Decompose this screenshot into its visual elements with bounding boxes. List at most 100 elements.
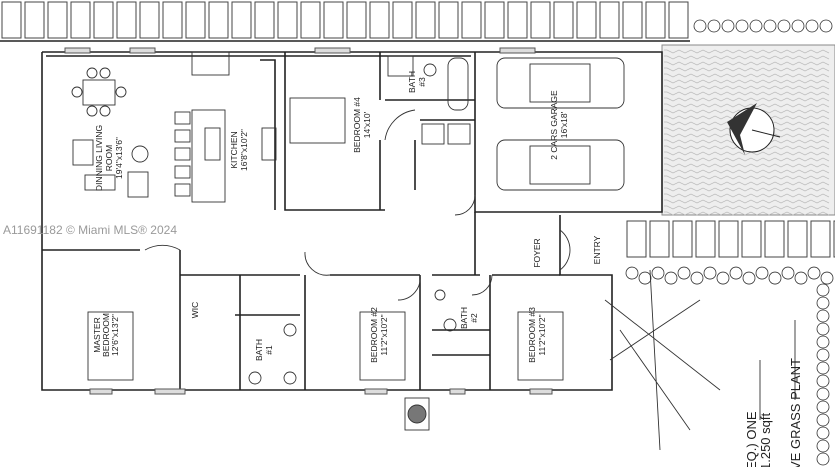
shrub bbox=[755, 266, 769, 280]
shrub bbox=[791, 19, 805, 33]
paver bbox=[787, 220, 808, 258]
shrub bbox=[816, 374, 830, 388]
note-line-2: 1.250 sqft bbox=[758, 413, 773, 467]
note-line-1: EQ.) ONE bbox=[744, 411, 759, 467]
driveway bbox=[661, 44, 835, 216]
shrub bbox=[729, 266, 743, 280]
hatch-line bbox=[664, 85, 830, 90]
bath2-number: #2 bbox=[469, 313, 479, 323]
hatch-line bbox=[664, 97, 830, 102]
shrub bbox=[816, 283, 830, 297]
paver bbox=[622, 1, 643, 39]
shrub bbox=[807, 266, 821, 280]
paver bbox=[346, 1, 367, 39]
paver bbox=[47, 1, 68, 39]
svg-text:2 CARS GARAGE16'x18': 2 CARS GARAGE16'x18' bbox=[549, 90, 569, 160]
hatch-line bbox=[664, 181, 830, 186]
paver bbox=[300, 1, 321, 39]
paver bbox=[24, 1, 45, 39]
svg-text:BEDROOM #211'2"x10'2": BEDROOM #211'2"x10'2" bbox=[369, 307, 389, 363]
paver bbox=[764, 220, 785, 258]
hatch-line bbox=[664, 187, 830, 192]
shrub bbox=[816, 335, 830, 349]
shrub bbox=[816, 296, 830, 310]
shrub bbox=[816, 400, 830, 414]
shrub bbox=[707, 19, 721, 33]
paver bbox=[810, 220, 831, 258]
hatch-line bbox=[664, 157, 830, 162]
cars bbox=[496, 57, 625, 191]
shrub bbox=[816, 361, 830, 375]
kitchen-label: KITCHEN bbox=[229, 131, 239, 168]
shrub bbox=[816, 426, 830, 440]
dining-living-label: DINNING LIVING bbox=[94, 125, 104, 191]
paver bbox=[599, 1, 620, 39]
compass-icon bbox=[727, 103, 781, 155]
paver bbox=[369, 1, 390, 39]
svg-text:BATH#3: BATH#3 bbox=[407, 71, 427, 93]
bedroom4-label: BEDROOM #4 bbox=[352, 97, 362, 153]
shrub bbox=[721, 19, 735, 33]
paver bbox=[668, 1, 689, 39]
paver bbox=[139, 1, 160, 39]
shrub bbox=[677, 266, 691, 280]
svg-text:BATH#2: BATH#2 bbox=[459, 307, 479, 329]
svg-text:BEDROOM #311'2"x10'2": BEDROOM #311'2"x10'2" bbox=[527, 307, 547, 363]
hatch-line bbox=[664, 79, 830, 84]
entry-label: ENTRY bbox=[592, 235, 602, 264]
shrub bbox=[816, 413, 830, 427]
paver bbox=[626, 220, 647, 258]
bath3-label: BATH bbox=[407, 71, 417, 93]
shrub bbox=[816, 322, 830, 336]
svg-text:MASTERBEDROOM12'6"x13'2": MASTERBEDROOM12'6"x13'2" bbox=[92, 313, 120, 357]
landscape-plants bbox=[625, 19, 834, 466]
shrub bbox=[777, 19, 791, 33]
paver bbox=[415, 1, 436, 39]
bath1-label: BATH bbox=[254, 339, 264, 361]
paver bbox=[392, 1, 413, 39]
paver bbox=[438, 1, 459, 39]
room-labels: DINNING LIVINGROOM19'4"x13'6" KITCHEN16'… bbox=[92, 71, 602, 363]
paver bbox=[718, 220, 739, 258]
paver bbox=[649, 220, 670, 258]
wic-label: WIC bbox=[190, 302, 200, 319]
shrub bbox=[735, 19, 749, 33]
shrub bbox=[638, 271, 652, 285]
paver bbox=[461, 1, 482, 39]
paver bbox=[1, 1, 22, 39]
hatch-line bbox=[664, 175, 830, 180]
paver-row-right bbox=[626, 220, 835, 258]
bath1-number: #1 bbox=[264, 345, 274, 355]
dining-living-label-2: ROOM bbox=[104, 145, 114, 171]
master-label-2: BEDROOM bbox=[101, 313, 111, 357]
svg-text:DINNING LIVINGROOM19'4"x13'6": DINNING LIVINGROOM19'4"x13'6" bbox=[94, 125, 124, 191]
paver-row-top bbox=[1, 1, 689, 39]
shrub bbox=[651, 266, 665, 280]
paver bbox=[208, 1, 229, 39]
shrub bbox=[816, 309, 830, 323]
shrub bbox=[816, 348, 830, 362]
windows bbox=[64, 47, 553, 395]
svg-text:BEDROOM #414'x10': BEDROOM #414'x10' bbox=[352, 97, 372, 153]
paver bbox=[323, 1, 344, 39]
paver bbox=[116, 1, 137, 39]
shrub bbox=[690, 271, 704, 285]
bedroom2-label: BEDROOM #2 bbox=[369, 307, 379, 363]
hatch-line bbox=[664, 103, 830, 108]
tree bbox=[604, 269, 721, 451]
paver bbox=[185, 1, 206, 39]
garage-label: 2 CARS GARAGE bbox=[549, 90, 559, 160]
bath2-label: BATH bbox=[459, 307, 469, 329]
shrub bbox=[816, 439, 830, 453]
shrub bbox=[693, 19, 707, 33]
bedroom3-label: BEDROOM #3 bbox=[527, 307, 537, 363]
paver bbox=[93, 1, 114, 39]
shrub bbox=[763, 19, 777, 33]
paver bbox=[70, 1, 91, 39]
hatch-line bbox=[664, 73, 830, 78]
hatch-line bbox=[664, 55, 830, 60]
paver bbox=[231, 1, 252, 39]
dining-living-dim: 19'4"x13'6" bbox=[114, 137, 124, 179]
shrub bbox=[768, 271, 782, 285]
